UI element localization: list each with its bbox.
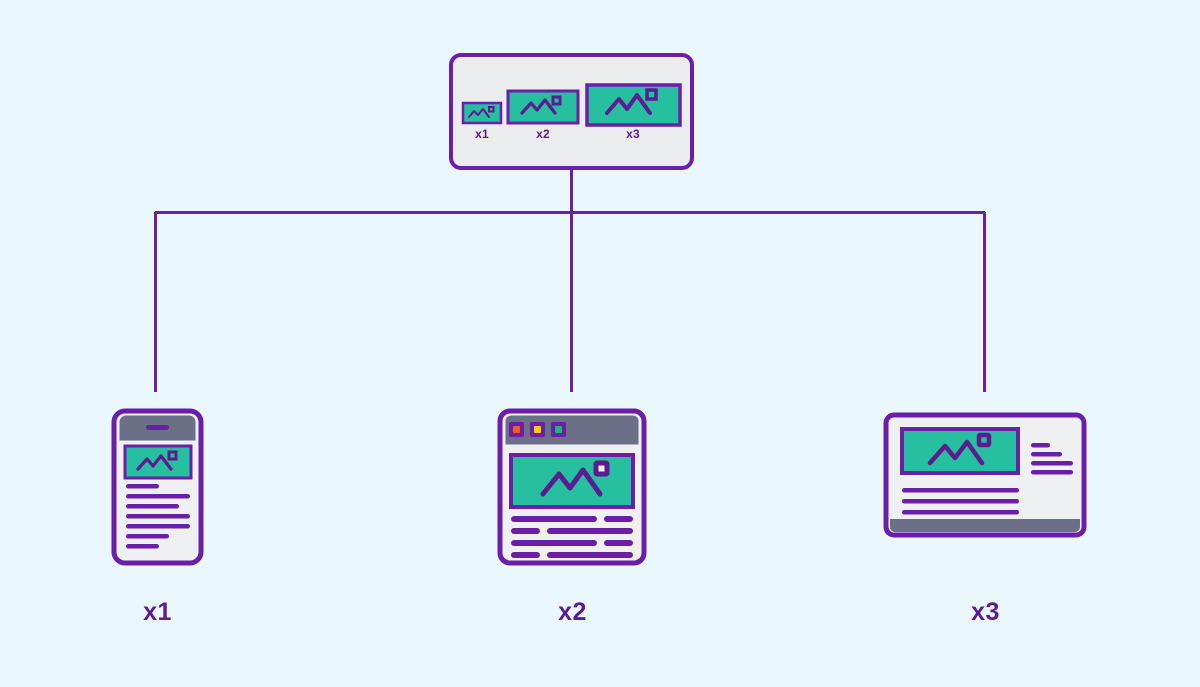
desktop-hero-image-frame [900, 427, 1020, 475]
mountain-photo-icon [468, 108, 490, 118]
sun-square-icon [976, 432, 992, 448]
text-line [126, 524, 190, 529]
text-line [126, 494, 190, 499]
text-line [547, 528, 633, 534]
variant-label-x1: x1 [475, 127, 489, 141]
text-line [511, 552, 540, 558]
desktop-side-lines [1031, 443, 1073, 475]
text-line [511, 540, 597, 546]
mountain-photo-icon [520, 98, 557, 115]
text-line [511, 528, 540, 534]
text-line [126, 504, 179, 509]
text-line [126, 544, 159, 549]
image-size-set-panel[interactable] [449, 53, 694, 170]
phone-hero-image[interactable] [123, 444, 193, 480]
text-line [604, 516, 633, 522]
text-line [902, 510, 1019, 515]
text-line [1031, 470, 1073, 475]
text-line [902, 488, 1019, 493]
tree-connector-lines [154, 167, 986, 392]
mountain-photo-icon [540, 467, 603, 497]
text-line [126, 534, 169, 539]
traffic-light-green-dot-icon [555, 426, 562, 433]
text-line [511, 516, 597, 522]
sun-square-icon [551, 95, 562, 106]
device-caption-phone: x1 [143, 598, 172, 626]
variant-label-x3: x3 [626, 127, 640, 141]
traffic-light-red-dot-icon [513, 426, 520, 433]
device-caption-desktop: x3 [971, 598, 1000, 626]
text-line [604, 540, 633, 546]
sun-square-icon [593, 460, 610, 477]
phone-mockup[interactable] [111, 408, 204, 566]
sun-square-icon [167, 450, 178, 461]
traffic-light-green[interactable] [551, 422, 566, 437]
mountain-photo-icon [136, 454, 173, 471]
desktop-body-lines [902, 488, 1019, 515]
variant-thumb-x1[interactable] [461, 101, 503, 125]
variant-thumb-x3[interactable] [585, 83, 682, 127]
text-line [1031, 443, 1050, 448]
variant-thumb-x2[interactable] [506, 89, 580, 125]
text-line [547, 552, 633, 558]
device-caption-browser: x2 [558, 598, 587, 626]
variant-label-x2: x2 [536, 127, 550, 141]
traffic-light-red[interactable] [509, 422, 524, 437]
text-line [1031, 452, 1062, 457]
sun-square-icon [645, 88, 658, 101]
phone-speaker-notch-icon [146, 425, 169, 430]
browser-window-mockup[interactable] [497, 408, 647, 566]
browser-text-rows [511, 516, 633, 558]
text-line [902, 499, 1019, 504]
desktop-monitor-mockup[interactable] [883, 412, 1087, 538]
sun-square-icon [488, 106, 495, 113]
variant-thumb-x3-frame [585, 83, 682, 127]
browser-hero-image[interactable] [509, 453, 635, 509]
text-line [126, 514, 190, 519]
traffic-light-yellow[interactable] [530, 422, 545, 437]
traffic-light-yellow-dot-icon [534, 426, 541, 433]
mountain-photo-icon [605, 93, 652, 115]
text-line [1031, 461, 1073, 466]
mountain-photo-icon [927, 439, 985, 466]
browser-traffic-lights[interactable] [509, 422, 566, 437]
desktop-stand-base [890, 519, 1080, 532]
phone-text-lines [126, 484, 190, 549]
variant-thumb-x2-frame [506, 89, 580, 125]
text-line [126, 484, 159, 489]
desktop-hero-image[interactable] [900, 427, 1020, 475]
